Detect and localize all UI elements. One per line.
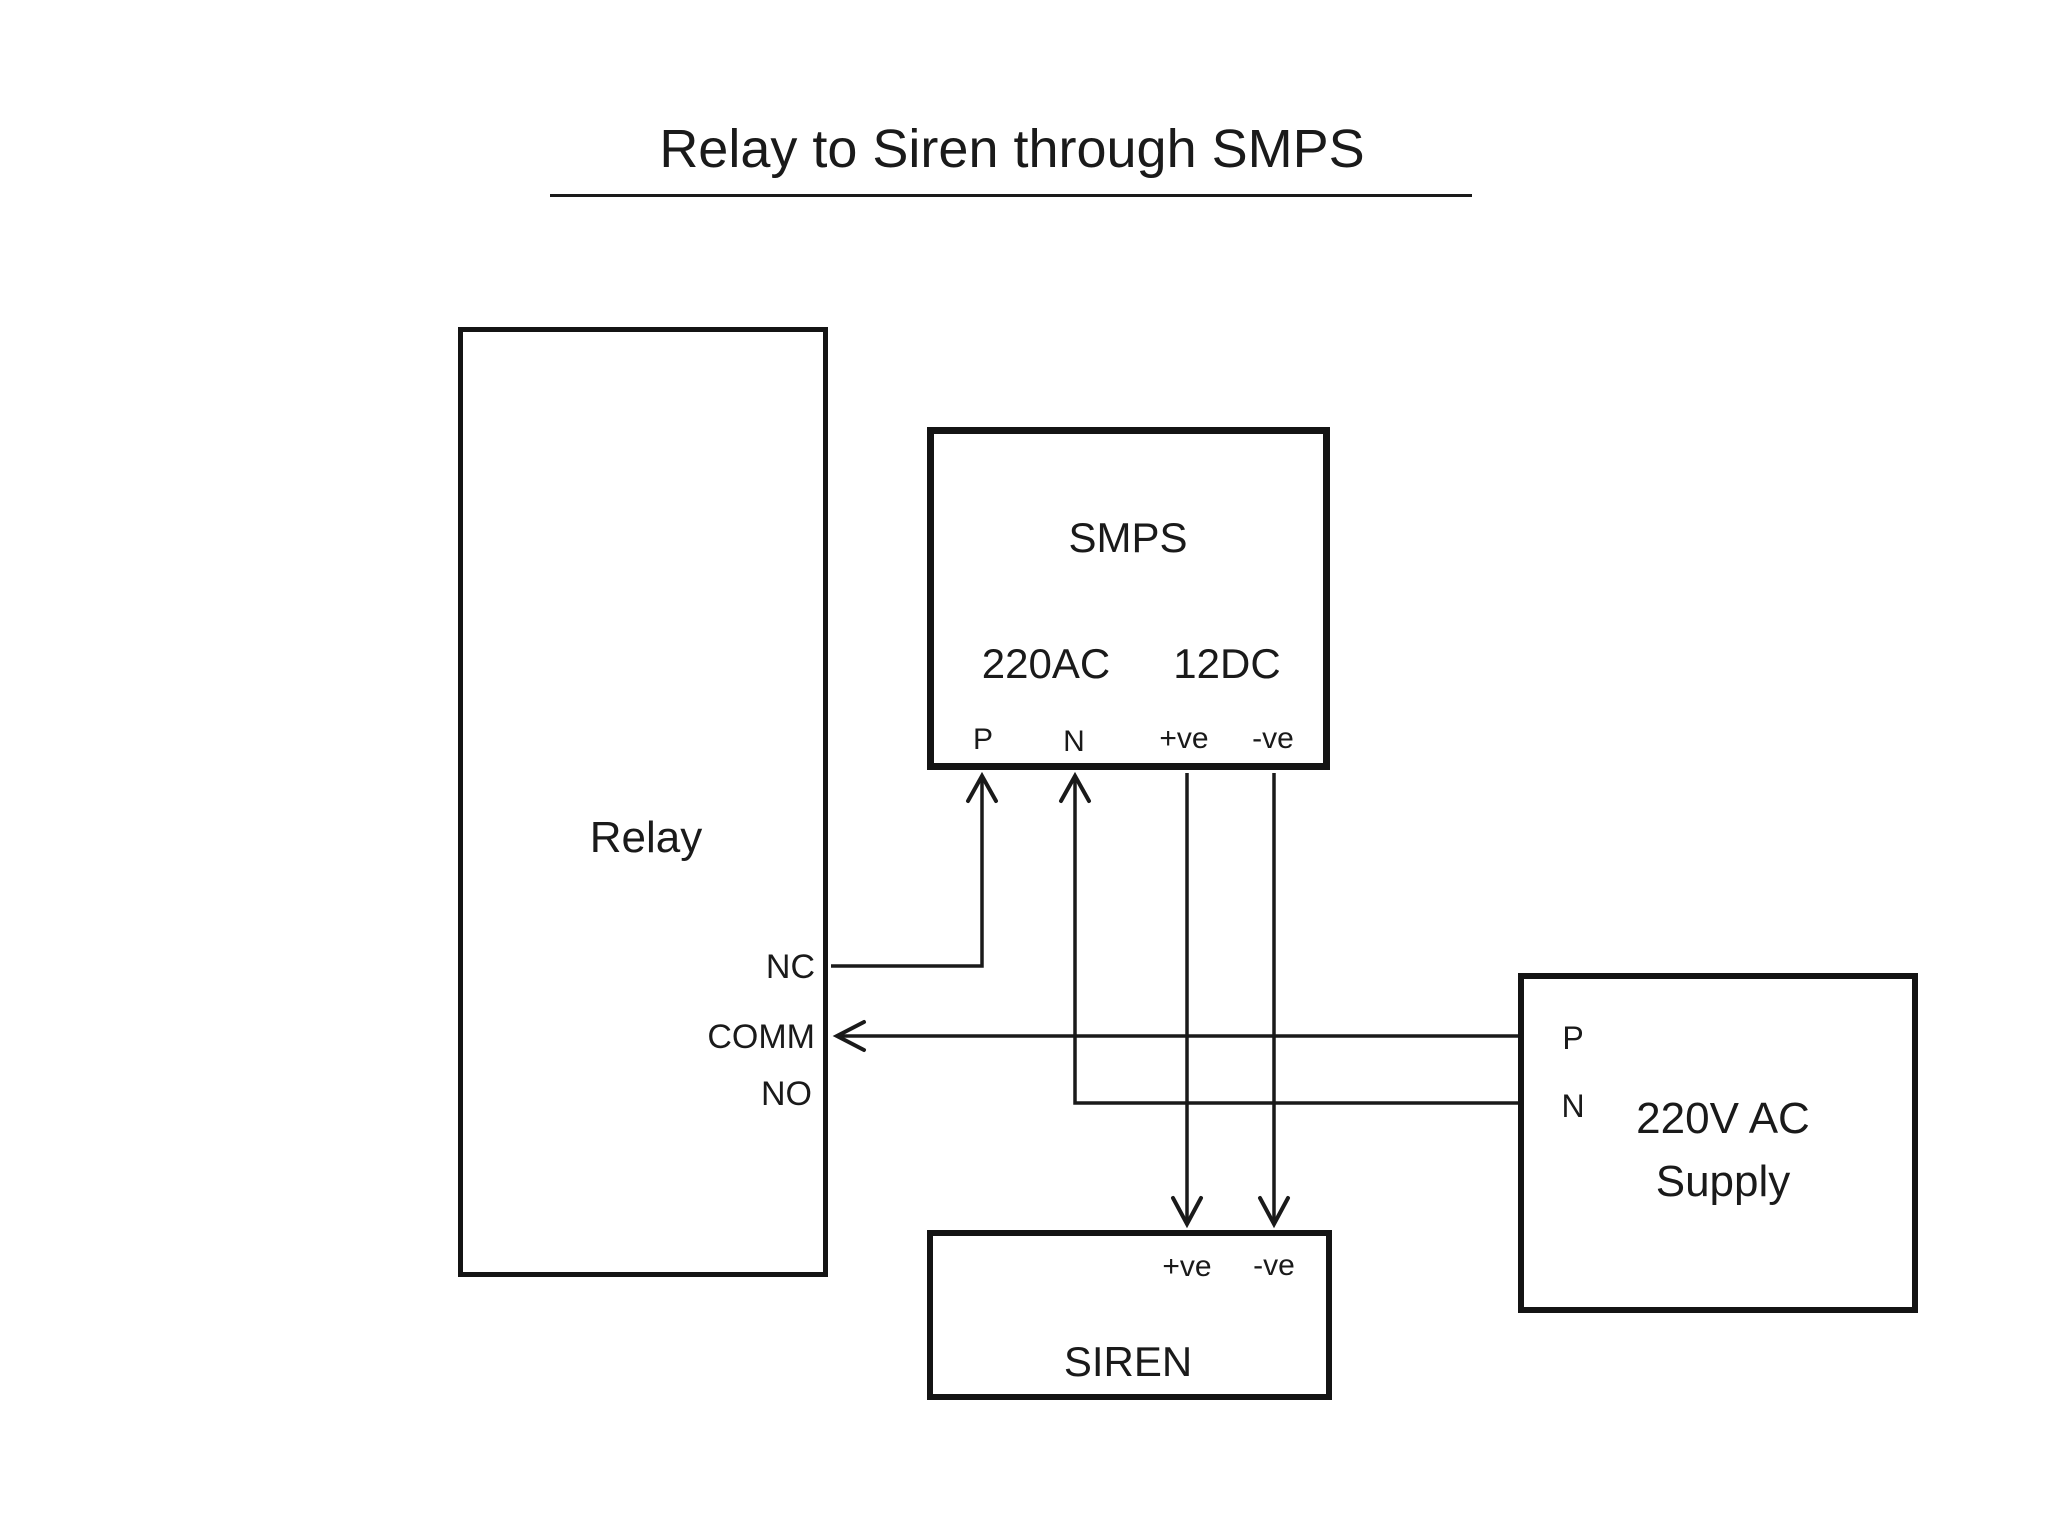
relay-terminal-no: NO xyxy=(761,1075,812,1113)
smps-label: SMPS xyxy=(1068,514,1188,561)
relay-terminal-nc: NC xyxy=(765,948,815,986)
supply-terminal-n: N xyxy=(1561,1088,1585,1124)
arrow-down-icon xyxy=(1171,1196,1203,1229)
supply-label: 220V AC Supply xyxy=(1573,1087,1873,1213)
siren-terminal-pos: +ve xyxy=(1162,1250,1212,1283)
supply-label-line2: Supply xyxy=(1655,1157,1791,1206)
smps-box xyxy=(927,427,1330,770)
siren-label: SIREN xyxy=(1063,1338,1193,1385)
supply-terminal-p: P xyxy=(1562,1020,1584,1056)
wire-smps-neg-to-siren-neg xyxy=(1258,773,1290,1229)
arrow-down-icon xyxy=(1258,1196,1290,1229)
siren-box xyxy=(927,1230,1332,1400)
wire-relay-nc-to-smps-p xyxy=(831,771,998,968)
arrow-up-icon xyxy=(1059,771,1091,803)
supply-box xyxy=(1518,973,1918,1313)
smps-input-group-label: 220AC xyxy=(981,640,1111,687)
arrow-up-icon xyxy=(966,771,998,803)
smps-terminal-n: N xyxy=(1063,725,1085,758)
smps-terminal-pos: +ve xyxy=(1159,722,1209,755)
smps-terminal-p: P xyxy=(972,723,993,756)
relay-box xyxy=(458,327,828,1277)
siren-terminal-neg: -ve xyxy=(1253,1249,1295,1282)
relay-label: Relay xyxy=(589,813,703,862)
title-underline xyxy=(550,194,1472,197)
arrow-left-icon xyxy=(832,1020,866,1052)
smps-terminal-neg: -ve xyxy=(1252,722,1294,755)
wire-supply-p-to-relay-comm xyxy=(832,1020,1518,1052)
wire-smps-pos-to-siren-pos xyxy=(1171,773,1203,1229)
relay-terminal-comm: COMM xyxy=(707,1018,815,1056)
diagram-title: Relay to Siren through SMPS xyxy=(659,119,1365,179)
smps-output-group-label: 12DC xyxy=(1173,640,1281,687)
wire-supply-n-to-smps-n xyxy=(1059,771,1518,1105)
supply-label-line1: 220V AC xyxy=(1636,1094,1810,1143)
